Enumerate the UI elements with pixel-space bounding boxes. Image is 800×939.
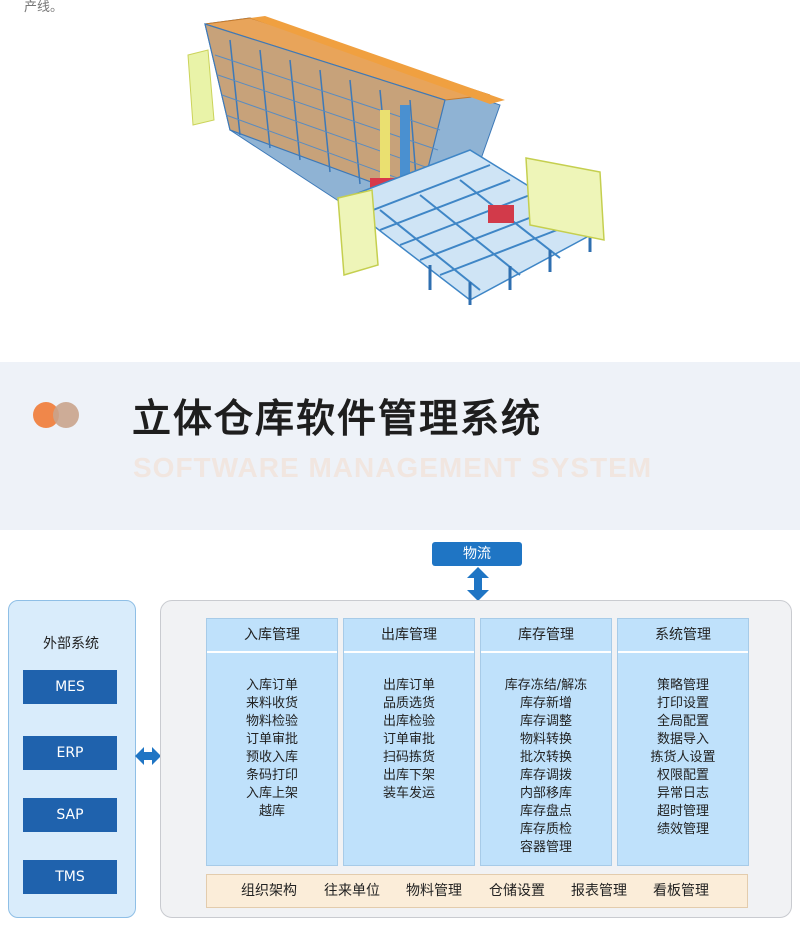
module-item: 容器管理: [519, 840, 572, 855]
module-item: 品质选货: [382, 696, 435, 711]
hero-image-area: 产线。: [0, 0, 800, 362]
module-outbound: 出库管理 出库订单 品质选货 出库检验 订单审批 扫码拣货 出库下架 装车发运: [343, 618, 475, 866]
module-item: 订单审批: [245, 732, 298, 747]
base-item-reports: 报表管理: [571, 883, 627, 899]
module-item: 物料转换: [519, 732, 572, 747]
decorative-dots-icon: [33, 402, 81, 428]
system-erp: ERP: [23, 736, 117, 770]
module-item: 预收入库: [245, 750, 298, 765]
vertical-double-arrow-icon: [467, 567, 489, 601]
tan-dot-icon: [53, 402, 79, 428]
module-item: 越库: [258, 804, 285, 819]
module-title: 入库管理: [207, 619, 337, 653]
module-item: 装车发运: [382, 786, 435, 801]
module-item: 策略管理: [656, 678, 709, 693]
module-item: 库存新增: [519, 696, 572, 711]
base-item-dashboard: 看板管理: [653, 883, 709, 899]
module-item: 全局配置: [656, 714, 709, 729]
module-item: 物料检验: [245, 714, 298, 729]
module-item: 绩效管理: [656, 822, 709, 837]
module-item: 出库检验: [382, 714, 435, 729]
module-item: 批次转换: [519, 750, 572, 765]
base-item-partners: 往来单位: [324, 883, 380, 899]
module-item: 订单审批: [382, 732, 435, 747]
module-item: 库存盘点: [519, 804, 572, 819]
module-item: 超时管理: [656, 804, 709, 819]
module-item: 出库下架: [382, 768, 435, 783]
title-band: [0, 362, 800, 530]
module-item: 来料收货: [245, 696, 298, 711]
base-item-materials: 物料管理: [406, 883, 462, 899]
module-item: 库存调拨: [519, 768, 572, 783]
system-sap: SAP: [23, 798, 117, 832]
module-title: 系统管理: [618, 619, 748, 653]
module-title: 出库管理: [344, 619, 474, 653]
module-item: 异常日志: [656, 786, 709, 801]
module-item: 打印设置: [656, 696, 709, 711]
module-item: 权限配置: [656, 768, 709, 783]
module-item: 库存调整: [519, 714, 572, 729]
horizontal-double-arrow-icon: [135, 747, 161, 765]
module-inbound: 入库管理 入库订单 来料收货 物料检验 订单审批 预收入库 条码打印 入库上架 …: [206, 618, 338, 866]
base-data-bar: 组织架构 往来单位 物料管理 仓储设置 报表管理 看板管理: [206, 874, 748, 908]
module-item: 数据导入: [656, 732, 709, 747]
module-item: 入库上架: [245, 786, 298, 801]
module-item: 库存冻结/解冻: [504, 678, 588, 693]
section-title: 立体仓库软件管理系统: [132, 397, 543, 442]
base-item-org: 组织架构: [241, 883, 297, 899]
module-item: 入库订单: [245, 678, 298, 693]
module-inventory: 库存管理 库存冻结/解冻 库存新增 库存调整 物料转换 批次转换 库存调拨 内部…: [480, 618, 612, 866]
section-subtitle: SOFTWARE MANAGEMENT SYSTEM: [133, 452, 653, 483]
module-item: 出库订单: [382, 678, 435, 693]
hero-caption: 产线。: [24, 0, 64, 15]
module-item: 拣货人设置: [650, 750, 716, 765]
module-item: 内部移库: [519, 786, 572, 801]
module-item: 扫码拣货: [382, 750, 435, 765]
module-item: 库存质检: [519, 822, 572, 837]
system-tms: TMS: [23, 860, 117, 894]
system-mes: MES: [23, 670, 117, 704]
module-system: 系统管理 策略管理 打印设置 全局配置 数据导入 拣货人设置 权限配置 异常日志…: [617, 618, 749, 866]
logistics-box: 物流: [432, 542, 522, 566]
base-item-storage: 仓储设置: [489, 883, 545, 899]
module-item: 条码打印: [245, 768, 298, 783]
external-systems-title: 外部系统: [43, 636, 99, 652]
warehouse-illustration: [187, 16, 605, 305]
module-title: 库存管理: [481, 619, 611, 653]
